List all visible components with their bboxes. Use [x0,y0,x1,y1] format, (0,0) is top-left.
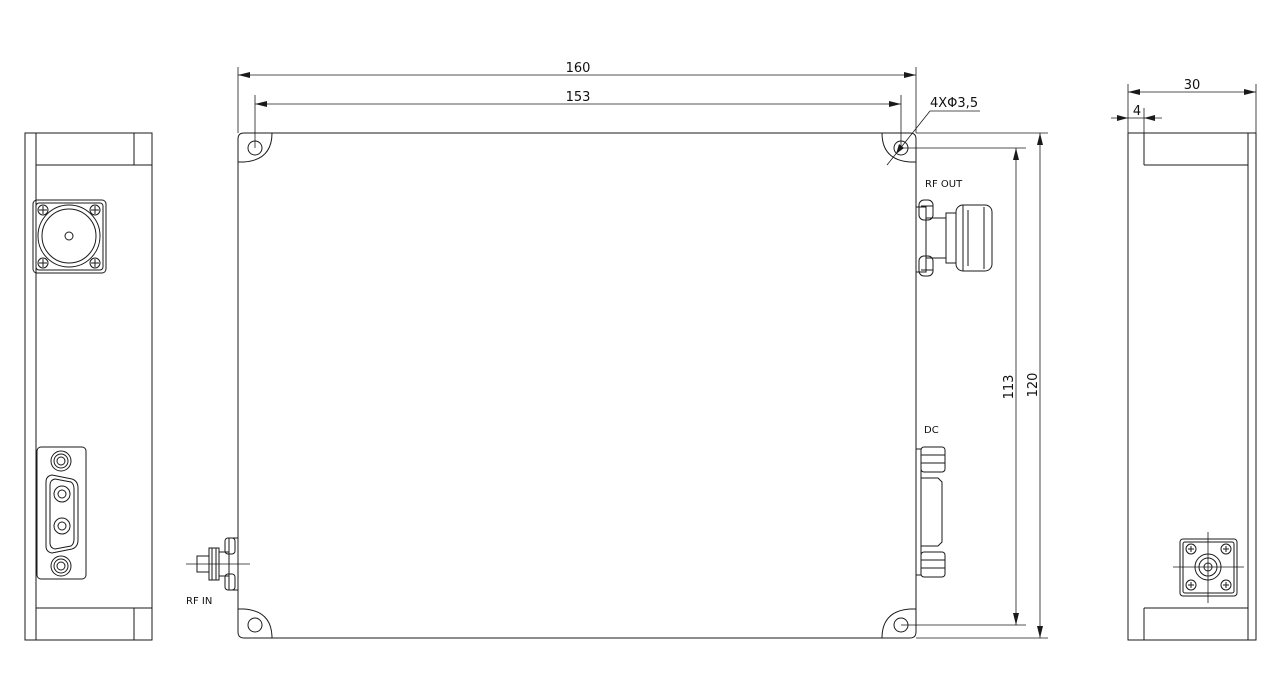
dc-connector-face-icon [36,446,87,580]
rf-out-label: RF OUT [925,179,963,190]
dimension-120: 120 [916,132,1048,639]
screw-icon [89,204,101,216]
dimension-153-label: 153 [566,90,591,105]
mounting-hole [247,617,263,633]
enclosure-outline [237,132,917,639]
front-view: RF OUT DC RF IN 160 153 4XΦ3,5 [186,61,1048,639]
sma-connector-face-icon [1173,532,1244,603]
dimension-153: 153 [254,90,902,148]
hole-callout-label: 4XΦ3,5 [930,96,978,111]
right-side-view: 30 4 [1111,78,1257,641]
dimension-160-label: 160 [566,61,591,76]
hole-callout: 4XΦ3,5 [886,96,980,166]
screw-icon [89,257,101,269]
dimension-160: 160 [237,61,917,133]
dimension-113-label: 113 [1002,375,1017,400]
left-side-view [24,132,153,641]
dimension-4-label: 4 [1133,104,1141,119]
screw-icon [37,257,49,269]
dimension-120-label: 120 [1026,373,1041,398]
rf-out-connector-icon [915,199,993,277]
rf-in-connector-icon [186,537,250,591]
dimension-4: 4 [1111,104,1162,133]
dc-label: DC [924,425,939,436]
dimension-113: 113 [901,147,1026,626]
rf-in-label: RF IN [186,596,212,607]
dimension-30: 30 [1127,78,1257,133]
rf-connector-face-icon [32,199,107,274]
dc-connector-icon [915,446,946,578]
screw-icon [37,204,49,216]
dimension-30-label: 30 [1184,78,1201,93]
